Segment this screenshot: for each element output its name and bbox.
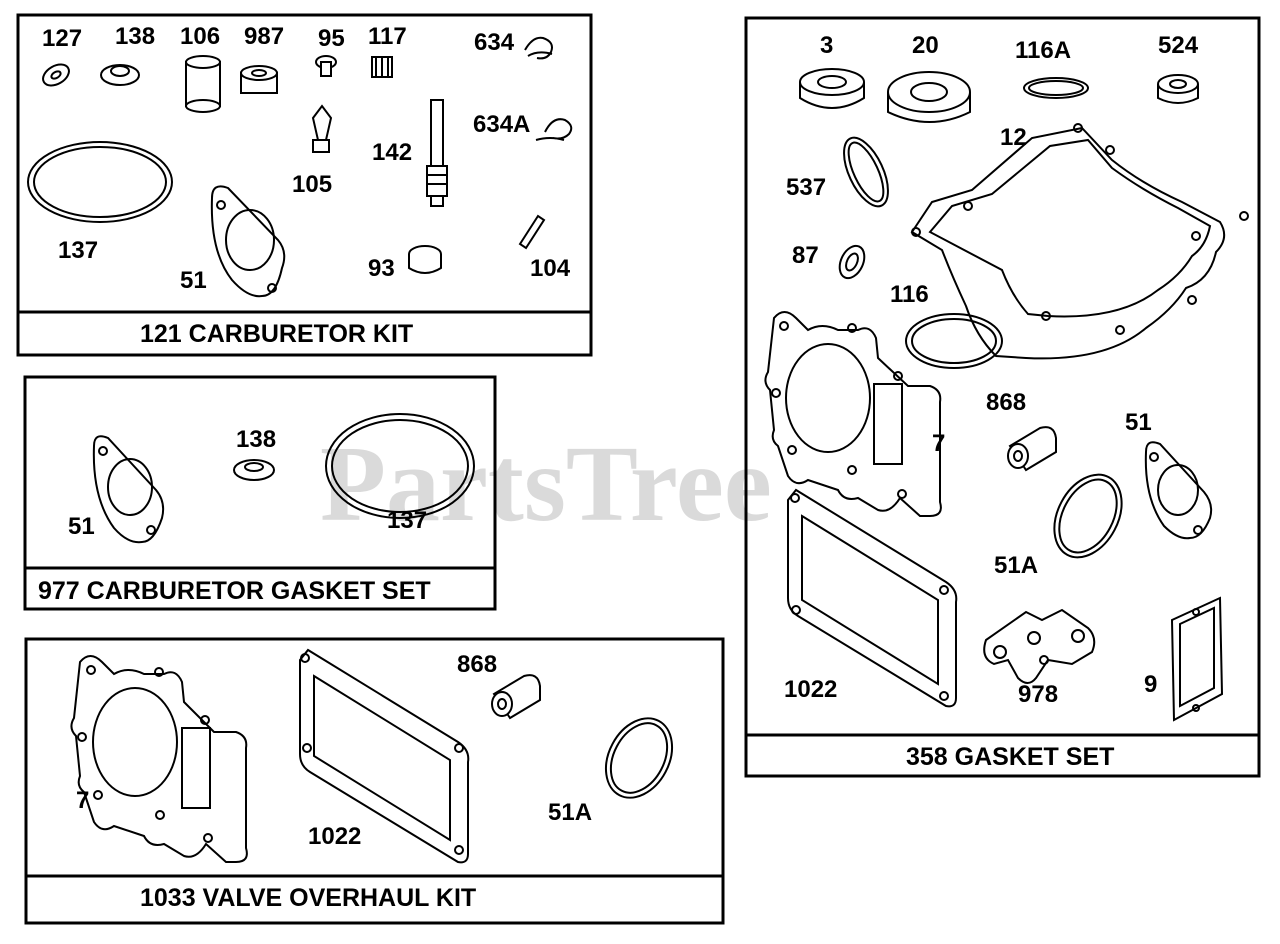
label-51a-1033: 51A xyxy=(548,799,592,826)
label-9: 9 xyxy=(1144,671,1157,698)
label-868-1033: 868 xyxy=(457,651,497,678)
watermark-text: PartsTree xyxy=(320,425,772,544)
part-987-spacer[interactable] xyxy=(240,65,278,94)
part-87-seal[interactable] xyxy=(835,242,869,282)
part-106-bushing[interactable] xyxy=(185,55,221,113)
part-138-seal[interactable] xyxy=(100,64,140,86)
part-9-gasket[interactable] xyxy=(1170,596,1224,722)
label-978: 978 xyxy=(1018,681,1058,708)
carburetor-gasket-set-box: 977 CARBURETOR GASKET SET 51 138 137 xyxy=(23,375,497,611)
part-51-flange-gasket[interactable] xyxy=(210,185,286,298)
part-51a-o-ring[interactable] xyxy=(593,707,685,809)
label-87: 87 xyxy=(792,242,819,269)
label-106: 106 xyxy=(180,23,220,50)
carburetor-kit-box: 121 CARBURETOR KIT xyxy=(16,13,593,357)
label-20: 20 xyxy=(912,32,939,59)
label-7: 7 xyxy=(932,430,945,457)
label-105: 105 xyxy=(292,171,332,198)
label-117: 117 xyxy=(368,23,407,50)
part-7-head-gasket[interactable] xyxy=(70,655,248,863)
part-138-seal-977[interactable] xyxy=(233,459,275,481)
part-537-o-ring[interactable] xyxy=(835,131,897,212)
carburetor-kit-title: 121 CARBURETOR KIT xyxy=(140,320,413,348)
label-12: 12 xyxy=(1000,124,1027,151)
part-137-ring-977[interactable] xyxy=(325,413,475,519)
part-104-pin[interactable] xyxy=(518,214,546,250)
label-142: 142 xyxy=(372,139,412,166)
label-104: 104 xyxy=(530,255,571,282)
valve-overhaul-kit-box: 1033 VALVE OVERHAUL KIT xyxy=(24,637,725,925)
part-105-needle[interactable] xyxy=(311,104,333,153)
label-51: 51 xyxy=(180,267,207,294)
part-142-shaft[interactable] xyxy=(426,99,448,207)
label-868: 868 xyxy=(986,389,1026,416)
part-1022-cover-gasket[interactable] xyxy=(299,648,470,864)
label-51-977: 51 xyxy=(68,513,95,540)
part-51-flange-gasket-358[interactable] xyxy=(1144,441,1213,540)
part-634a-spring[interactable] xyxy=(535,118,573,141)
carburetor-gasket-set-title: 977 CARBURETOR GASKET SET xyxy=(38,577,431,605)
label-634: 634 xyxy=(474,29,515,56)
part-51a-o-ring-358[interactable] xyxy=(1041,463,1135,569)
label-138: 138 xyxy=(115,23,155,50)
part-117-jet[interactable] xyxy=(371,56,393,78)
part-127-washer[interactable] xyxy=(39,60,72,90)
label-51a: 51A xyxy=(994,552,1038,579)
label-3: 3 xyxy=(820,32,833,59)
valve-overhaul-kit-title: 1033 VALVE OVERHAUL KIT xyxy=(140,884,476,912)
part-95-screw[interactable] xyxy=(315,55,337,77)
gasket-set-box: 358 GASKET SET xyxy=(744,16,1261,778)
label-524: 524 xyxy=(1158,32,1199,59)
label-1022-1033: 1022 xyxy=(308,823,361,850)
part-51-flange-gasket-977[interactable] xyxy=(92,435,165,544)
label-116: 116 xyxy=(890,281,929,308)
part-3-seal[interactable] xyxy=(799,68,865,109)
part-20-seal[interactable] xyxy=(887,71,971,123)
part-7-head-gasket-358[interactable] xyxy=(764,311,942,517)
label-137-977: 137 xyxy=(387,507,427,534)
part-978-bracket[interactable] xyxy=(983,608,1096,684)
label-1022: 1022 xyxy=(784,676,837,703)
part-868-bushing-358[interactable] xyxy=(1007,426,1057,472)
label-116a: 116A xyxy=(1015,37,1071,64)
label-634a: 634A xyxy=(473,111,530,138)
part-93-nut[interactable] xyxy=(408,245,442,274)
part-1022-cover-gasket-358[interactable] xyxy=(787,488,958,708)
part-634-spring[interactable] xyxy=(524,36,553,60)
label-137: 137 xyxy=(58,237,98,264)
label-987: 987 xyxy=(244,23,284,50)
part-116a-o-ring[interactable] xyxy=(1023,77,1089,99)
gasket-set-title: 358 GASKET SET xyxy=(906,743,1114,771)
label-127: 127 xyxy=(42,25,82,52)
label-51: 51 xyxy=(1125,409,1152,436)
label-7-1033: 7 xyxy=(76,787,89,814)
part-137-ring[interactable] xyxy=(27,141,173,223)
label-93: 93 xyxy=(368,255,395,282)
label-138-977: 138 xyxy=(236,426,276,453)
label-95: 95 xyxy=(318,25,345,52)
part-12-crankcase-gasket[interactable] xyxy=(910,123,1249,360)
part-524-plug[interactable] xyxy=(1157,74,1199,104)
part-116-o-ring[interactable] xyxy=(905,313,1003,369)
part-868-bushing[interactable] xyxy=(491,674,541,720)
label-537: 537 xyxy=(786,174,826,201)
